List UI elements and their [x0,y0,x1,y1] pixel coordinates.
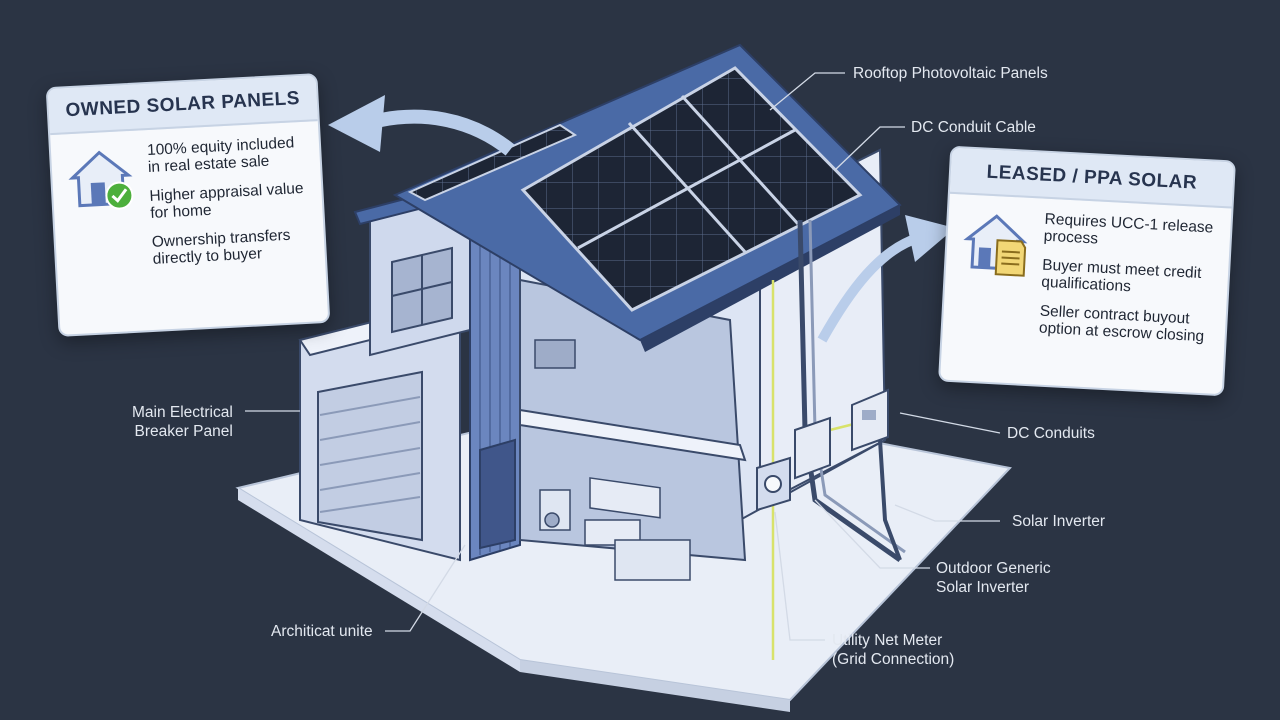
outdoor-inverter-line2: Solar Inverter [936,579,1030,596]
leased-item: Buyer must meet credit qualifications [1040,256,1202,296]
net-meter-label: Utility Net Meter (Grid Connection) [832,631,954,669]
owned-item: Higher appraisal value for home [149,179,304,222]
leased-solar-card: LEASED / PPA SOLAR Requires UCC-1 releas… [938,145,1236,397]
breaker-panel-label: Main Electrical Breaker Panel [132,403,233,441]
owned-arrow [328,95,515,156]
owned-item: Ownership transfers directly to buyer [151,226,291,268]
upper-block [353,148,521,562]
owned-item: 100% equity included in real estate sale [146,134,295,177]
solar-inverter-label: Solar Inverter [1012,513,1106,530]
leased-arrow [817,215,955,343]
inverter-boxes [756,388,889,512]
rooftop-solar-array [407,66,863,312]
outdoor-inverter-line1: Outdoor Generic [936,560,1051,577]
breaker-panel-line1: Main Electrical [132,404,233,421]
leased-item: Seller contract buyout option at escrow … [1038,302,1205,346]
breaker-panel-line2: Breaker Panel [134,423,233,440]
house-document-icon [963,214,1028,277]
owned-solar-card: OWNED SOLAR PANELS 100% equity included … [45,73,331,337]
house-check-icon [68,150,134,210]
callout-leader-lines [245,72,1001,641]
leased-item: Requires UCC-1 release process [1043,210,1214,248]
dc-conduits-label: DC Conduits [1007,425,1095,442]
owned-card-body: 100% equity included in real estate sale… [50,121,325,285]
garage-wing [298,298,472,562]
leased-card-body: Requires UCC-1 release process Buyer mus… [942,194,1231,359]
net-meter-line1: Utility Net Meter [832,632,943,649]
net-meter-line2: (Grid Connection) [832,651,955,668]
dc-conduit-cable-label: DC Conduit Cable [911,119,1036,136]
rooftop-panels-label: Rooftop Photovoltaic Panels [853,65,1048,82]
outdoor-inverter-label: Outdoor Generic Solar Inverter [936,559,1051,597]
architectural-unit-label: Architicat unite [271,623,373,640]
